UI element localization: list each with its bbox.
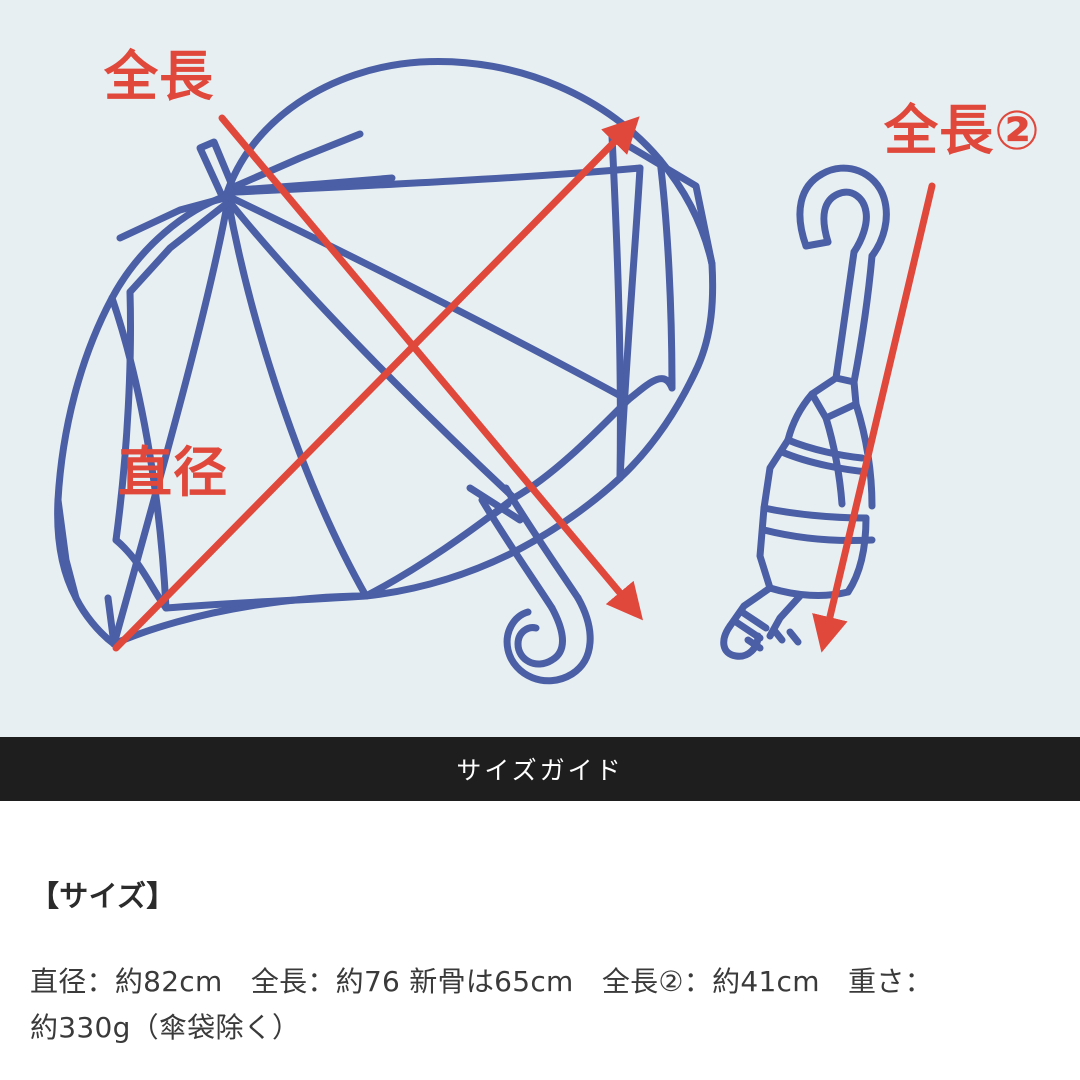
shaft-main-right	[502, 484, 582, 602]
panel-seam-left-inner	[112, 288, 134, 544]
folded-collar	[808, 374, 860, 422]
canopy-fold-c	[822, 414, 846, 508]
hub-strut-lower-left	[126, 200, 230, 296]
rib-2	[224, 196, 370, 600]
annotation-total-length: 全長	[104, 45, 215, 108]
diameter-measure-line	[112, 116, 640, 652]
canopy-fold-a	[784, 390, 816, 444]
folded-shaft-left	[832, 248, 858, 382]
umbrella-illustration-panel: 全長 直径 全長②	[0, 0, 1080, 737]
panel-seam-notch	[624, 375, 676, 404]
canopy-outer-left	[54, 192, 230, 602]
canopy-band-upper	[784, 436, 866, 462]
folded-handle-tip	[802, 238, 832, 250]
ferrule-stripe-5	[786, 628, 802, 646]
canopy-outer-top-right	[222, 57, 716, 268]
size-spec-heading: 【サイズ】	[30, 879, 176, 913]
rib-3	[224, 196, 518, 502]
rib-4	[228, 194, 632, 404]
folded-handle-inner	[820, 188, 870, 256]
panel-seam-left	[108, 294, 170, 612]
handle-crook-outer	[503, 594, 594, 685]
panel-seam-bottom	[162, 592, 370, 612]
folded-shaft-right	[850, 252, 876, 386]
canopy-left-edge	[756, 504, 774, 592]
hub-strut-right	[234, 174, 396, 194]
folded-handle-outer	[796, 164, 890, 260]
size-guide-caption-text: サイズガイド	[456, 756, 624, 785]
size-spec-line-2: 約330g（傘袋除く）	[30, 1011, 301, 1045]
ferrule-stripe-4	[770, 626, 786, 644]
ferrule-stripe-1	[738, 608, 770, 632]
canopy-rim-right-scallop	[616, 260, 717, 482]
size-guide-caption-band: サイズガイド	[0, 737, 1080, 801]
measurement-lines	[112, 114, 936, 653]
shaft-main-left	[478, 496, 556, 612]
size-spec-body: 直径：約82cm 全長：約76 新骨は65cm 全長②：約41cm 重さ： 約3…	[30, 959, 1050, 1051]
rib-1	[110, 196, 232, 648]
annotation-diameter: 直径	[118, 441, 229, 504]
canopy-band-mid2	[760, 526, 876, 545]
panel-seam-right-inner	[656, 156, 676, 392]
panel-edge-right-long	[608, 132, 624, 482]
size-spec-section: 【サイズ】 直径：約82cm 全長：約76 新骨は65cm 全長②：約41cm …	[0, 873, 1080, 1051]
open-umbrella-group	[54, 57, 717, 685]
folded-umbrella-group	[720, 164, 890, 660]
handle-crook-inner	[514, 604, 566, 668]
panel-edge-top-right	[608, 132, 716, 268]
annotation-total-length-2: 全長②	[884, 99, 1041, 162]
total-length-2-measure-line	[812, 182, 936, 653]
ferrule-stripe-2	[732, 618, 764, 642]
shaft-collar	[490, 500, 512, 518]
size-spec-line-1: 直径：約82cm 全長：約76 新骨は65cm 全長②：約41cm 重さ：	[30, 965, 933, 998]
rim-tip-left-curve	[72, 594, 118, 648]
hub-strut-left	[116, 192, 236, 242]
total-length-measure-line	[218, 114, 644, 621]
rim-tip-far-left	[54, 496, 80, 602]
hub-strut-upper	[232, 130, 364, 190]
shaft-upper	[466, 484, 524, 524]
ferrule-stripe-3	[744, 636, 764, 652]
canopy-bottom-band	[766, 584, 852, 599]
umbrella-line-art	[54, 57, 936, 685]
canopy-right-edge	[844, 514, 870, 596]
